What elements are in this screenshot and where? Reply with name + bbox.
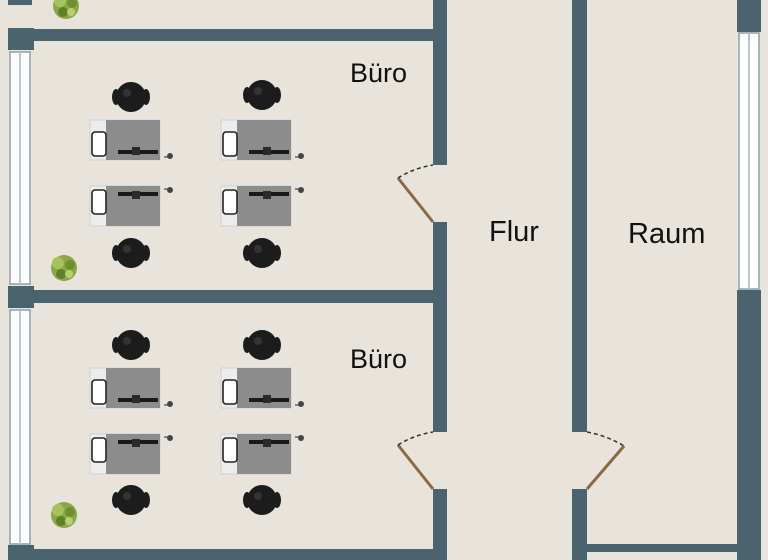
wall-raum-bottom xyxy=(587,544,747,552)
wall-corridor-left-1 xyxy=(433,0,447,165)
door-buero-1 xyxy=(396,177,435,223)
wall-left-bottom xyxy=(8,545,34,560)
wall-office-bottom xyxy=(32,549,442,560)
wall-office-top xyxy=(32,29,442,41)
doors xyxy=(396,164,626,490)
wall-corridor-right-1 xyxy=(572,0,587,432)
door-swing-raum xyxy=(586,431,625,447)
wall-right-top xyxy=(737,0,761,32)
room-label-buero-1: Büro xyxy=(350,58,407,88)
plant-icon xyxy=(51,502,77,528)
room-label-flur: Flur xyxy=(489,216,539,248)
door-swing-buero-1 xyxy=(397,164,434,179)
door-swing-buero-2 xyxy=(397,431,434,446)
walls xyxy=(8,0,761,560)
wall-corridor-right-2 xyxy=(572,489,587,560)
door-buero-2 xyxy=(396,444,435,490)
room-label-raum: Raum xyxy=(628,218,705,250)
wall-office-middle xyxy=(32,290,442,303)
wall-left-junction-1 xyxy=(8,28,34,50)
wall-corridor-left-2 xyxy=(433,222,447,432)
wall-right-lower xyxy=(737,290,761,560)
door-raum xyxy=(585,445,626,490)
wall-left-top xyxy=(8,0,32,5)
wall-corridor-left-3 xyxy=(433,489,447,560)
plant-icon xyxy=(51,255,77,281)
wall-left-junction-2 xyxy=(8,286,34,308)
windows xyxy=(9,32,760,545)
room-label-buero-2: Büro xyxy=(350,344,407,374)
